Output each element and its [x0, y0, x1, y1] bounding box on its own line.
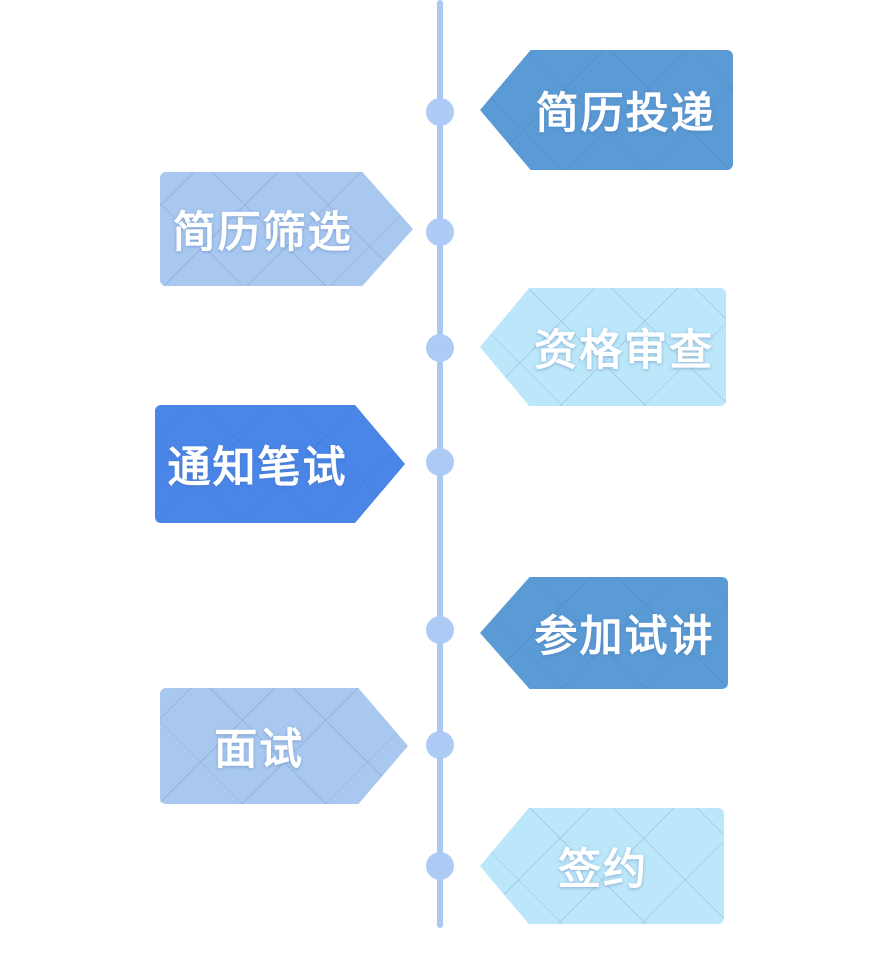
timeline-dot-7 [426, 852, 454, 880]
timeline-dot-6 [426, 731, 454, 759]
chevron-shape [155, 405, 405, 523]
timeline-dot-2 [426, 218, 454, 246]
lattice-texture [480, 577, 728, 689]
lattice-texture [480, 808, 724, 924]
chevron-shape [480, 288, 726, 406]
flow-step-interview[interactable]: 面试 [160, 688, 408, 804]
timeline-dot-5 [426, 616, 454, 644]
flow-step-label: 简历筛选 [172, 209, 353, 257]
lattice-texture [155, 405, 405, 523]
flow-step-label: 参加试讲 [534, 613, 715, 661]
lattice-texture [480, 50, 733, 170]
timeline-dot-4 [426, 448, 454, 476]
lattice-texture [480, 288, 726, 406]
flow-step-resume-screening[interactable]: 简历筛选 [160, 172, 413, 286]
flow-step-label: 资格审查 [534, 327, 715, 375]
chevron-shape [480, 808, 724, 924]
chevron-shape [160, 172, 413, 286]
timeline-dot-1 [426, 98, 454, 126]
flow-step-label: 通知笔试 [167, 444, 348, 492]
flow-step-label: 签约 [558, 846, 649, 894]
flow-step-qualification-review[interactable]: 资格审查 [480, 288, 726, 406]
flow-step-written-exam-notice[interactable]: 通知笔试 [155, 405, 405, 523]
lattice-texture [160, 688, 408, 804]
flow-step-contract-signing[interactable]: 签约 [480, 808, 724, 924]
flow-step-label: 面试 [214, 726, 305, 774]
chevron-shape [160, 688, 408, 804]
timeline-dot-3 [426, 334, 454, 362]
chevron-shape [480, 50, 733, 170]
chevron-shape [480, 577, 728, 689]
flow-step-trial-lecture[interactable]: 参加试讲 [480, 577, 728, 689]
lattice-texture [160, 172, 413, 286]
flow-step-resume-submission[interactable]: 简历投递 [480, 50, 733, 170]
flow-step-label: 简历投递 [535, 90, 716, 138]
